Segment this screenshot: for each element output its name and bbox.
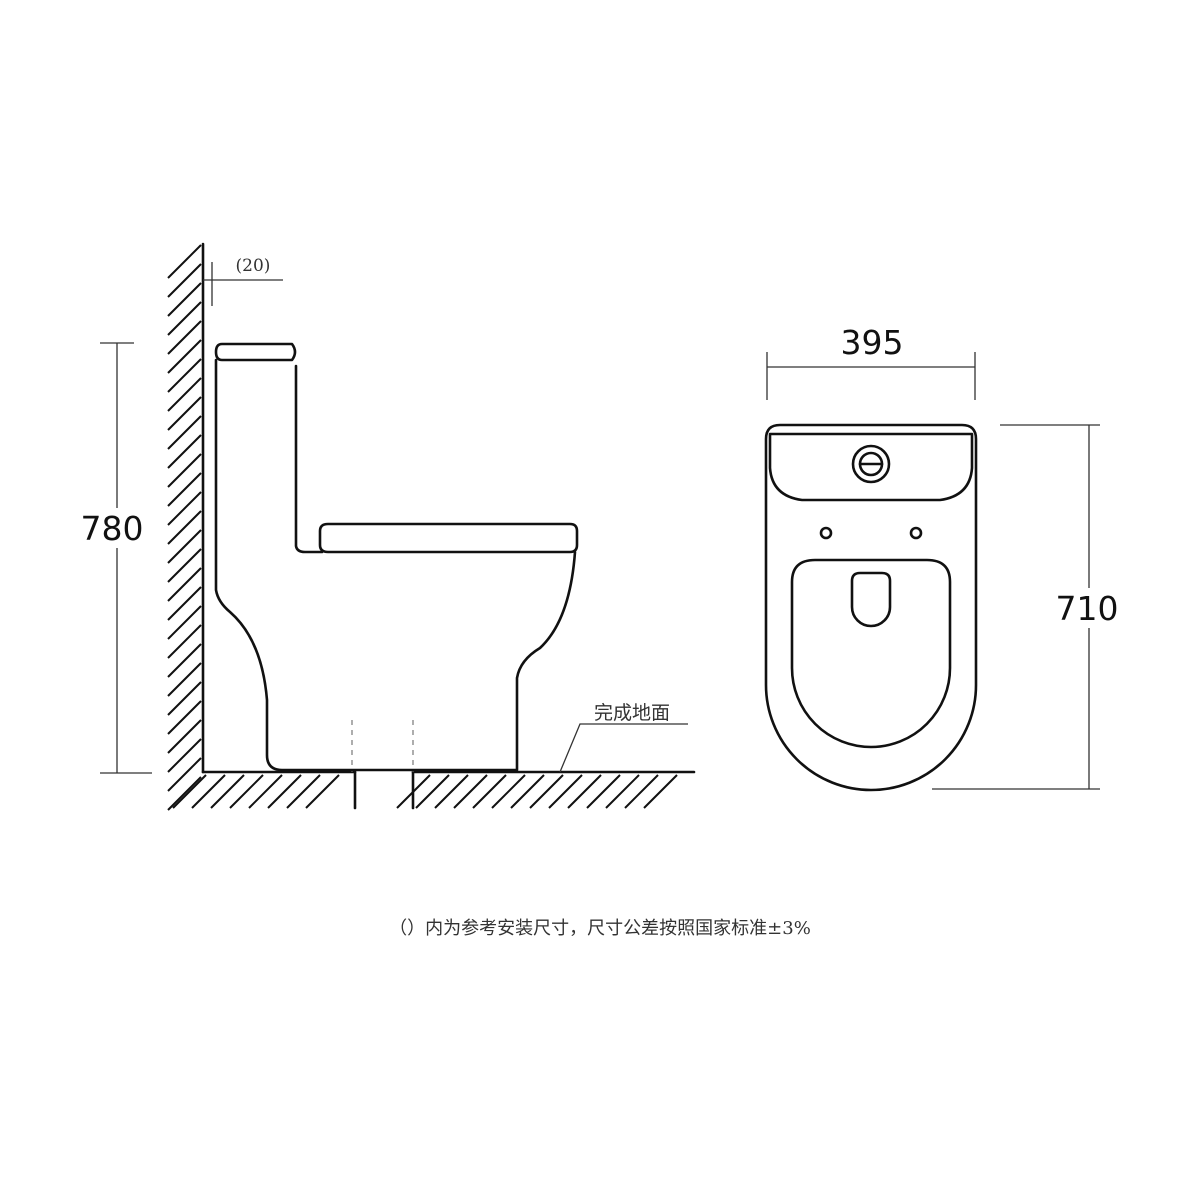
hatch-stroke bbox=[167, 244, 202, 279]
flush-button-icon bbox=[851, 444, 891, 484]
hatch-stroke bbox=[167, 282, 202, 317]
hatch-stroke bbox=[472, 774, 507, 809]
hatch-stroke bbox=[229, 774, 264, 809]
hatch-stroke bbox=[167, 529, 202, 564]
hatch-stroke bbox=[167, 377, 202, 412]
hatch-stroke bbox=[167, 339, 202, 374]
hatch-stroke bbox=[167, 453, 202, 488]
floor-label-leader bbox=[559, 723, 688, 773]
hatch-stroke bbox=[167, 700, 202, 735]
hatch-stroke bbox=[510, 774, 545, 809]
hatch-stroke bbox=[248, 774, 283, 809]
hatch-stroke bbox=[286, 774, 321, 809]
hatch-stroke bbox=[167, 263, 202, 298]
height-dimension: 780 bbox=[81, 509, 144, 548]
hatch-stroke bbox=[167, 510, 202, 545]
hatch-stroke bbox=[567, 774, 602, 809]
hatch-stroke bbox=[167, 776, 202, 811]
hinge-hole-right bbox=[909, 526, 923, 540]
hatch-stroke bbox=[167, 472, 202, 507]
hatch-stroke bbox=[167, 738, 202, 773]
hatch-stroke bbox=[167, 301, 202, 336]
finished-floor-label: 完成地面 bbox=[594, 702, 670, 724]
tank-front bbox=[294, 364, 324, 554]
hatch-stroke bbox=[210, 774, 245, 809]
height-dim-text-bg bbox=[78, 508, 146, 548]
toilet-top-outline bbox=[764, 423, 978, 792]
top-view: 395 710 bbox=[764, 323, 1124, 792]
hinge-hole-left bbox=[819, 526, 833, 540]
hatch-stroke bbox=[396, 774, 431, 809]
tolerance-note: （）内为参考安装尺寸，尺寸公差按照国家标准±3% bbox=[389, 918, 811, 939]
hatch-stroke bbox=[624, 774, 659, 809]
tank-lid bbox=[214, 342, 297, 362]
hatch-stroke bbox=[267, 774, 302, 809]
hatch-stroke bbox=[415, 774, 450, 809]
hatch-stroke bbox=[167, 719, 202, 754]
hatch-stroke bbox=[529, 774, 564, 809]
hatch-stroke bbox=[167, 643, 202, 678]
hatch-stroke bbox=[167, 662, 202, 697]
hatch-stroke bbox=[305, 774, 340, 809]
side-view: 780 (20) 完成地面 bbox=[78, 242, 696, 811]
wall-hatch bbox=[167, 244, 202, 811]
tank-top-outline bbox=[768, 432, 974, 502]
hatch-stroke bbox=[167, 396, 202, 431]
hatch-stroke bbox=[491, 774, 526, 809]
hatch-stroke bbox=[191, 774, 226, 809]
depth-dimension: 710 bbox=[1056, 589, 1119, 628]
floor-hatch bbox=[172, 774, 678, 809]
water-spot bbox=[850, 571, 892, 628]
hatch-stroke bbox=[167, 567, 202, 602]
hatch-stroke bbox=[453, 774, 488, 809]
hatch-stroke bbox=[167, 624, 202, 659]
hatch-stroke bbox=[434, 774, 469, 809]
hatch-stroke bbox=[167, 605, 202, 640]
hatch-stroke bbox=[167, 358, 202, 393]
hatch-stroke bbox=[605, 774, 640, 809]
toilet-body-outline bbox=[214, 358, 577, 772]
hatch-stroke bbox=[167, 586, 202, 621]
hatch-stroke bbox=[167, 320, 202, 355]
depth-dim-text-bg bbox=[1052, 588, 1124, 628]
seat-lid bbox=[318, 522, 579, 554]
hatch-stroke bbox=[167, 681, 202, 716]
hatch-stroke bbox=[167, 415, 202, 450]
hatch-stroke bbox=[172, 774, 207, 809]
wall-offset-dimension: (20) bbox=[236, 256, 271, 276]
width-dimension: 395 bbox=[841, 323, 904, 362]
hatch-stroke bbox=[586, 774, 621, 809]
hatch-stroke bbox=[643, 774, 678, 809]
bowl-outline bbox=[790, 558, 952, 749]
hatch-stroke bbox=[167, 757, 202, 792]
hatch-stroke bbox=[167, 434, 202, 469]
hatch-stroke bbox=[167, 548, 202, 583]
hatch-stroke bbox=[167, 491, 202, 526]
hatch-stroke bbox=[548, 774, 583, 809]
